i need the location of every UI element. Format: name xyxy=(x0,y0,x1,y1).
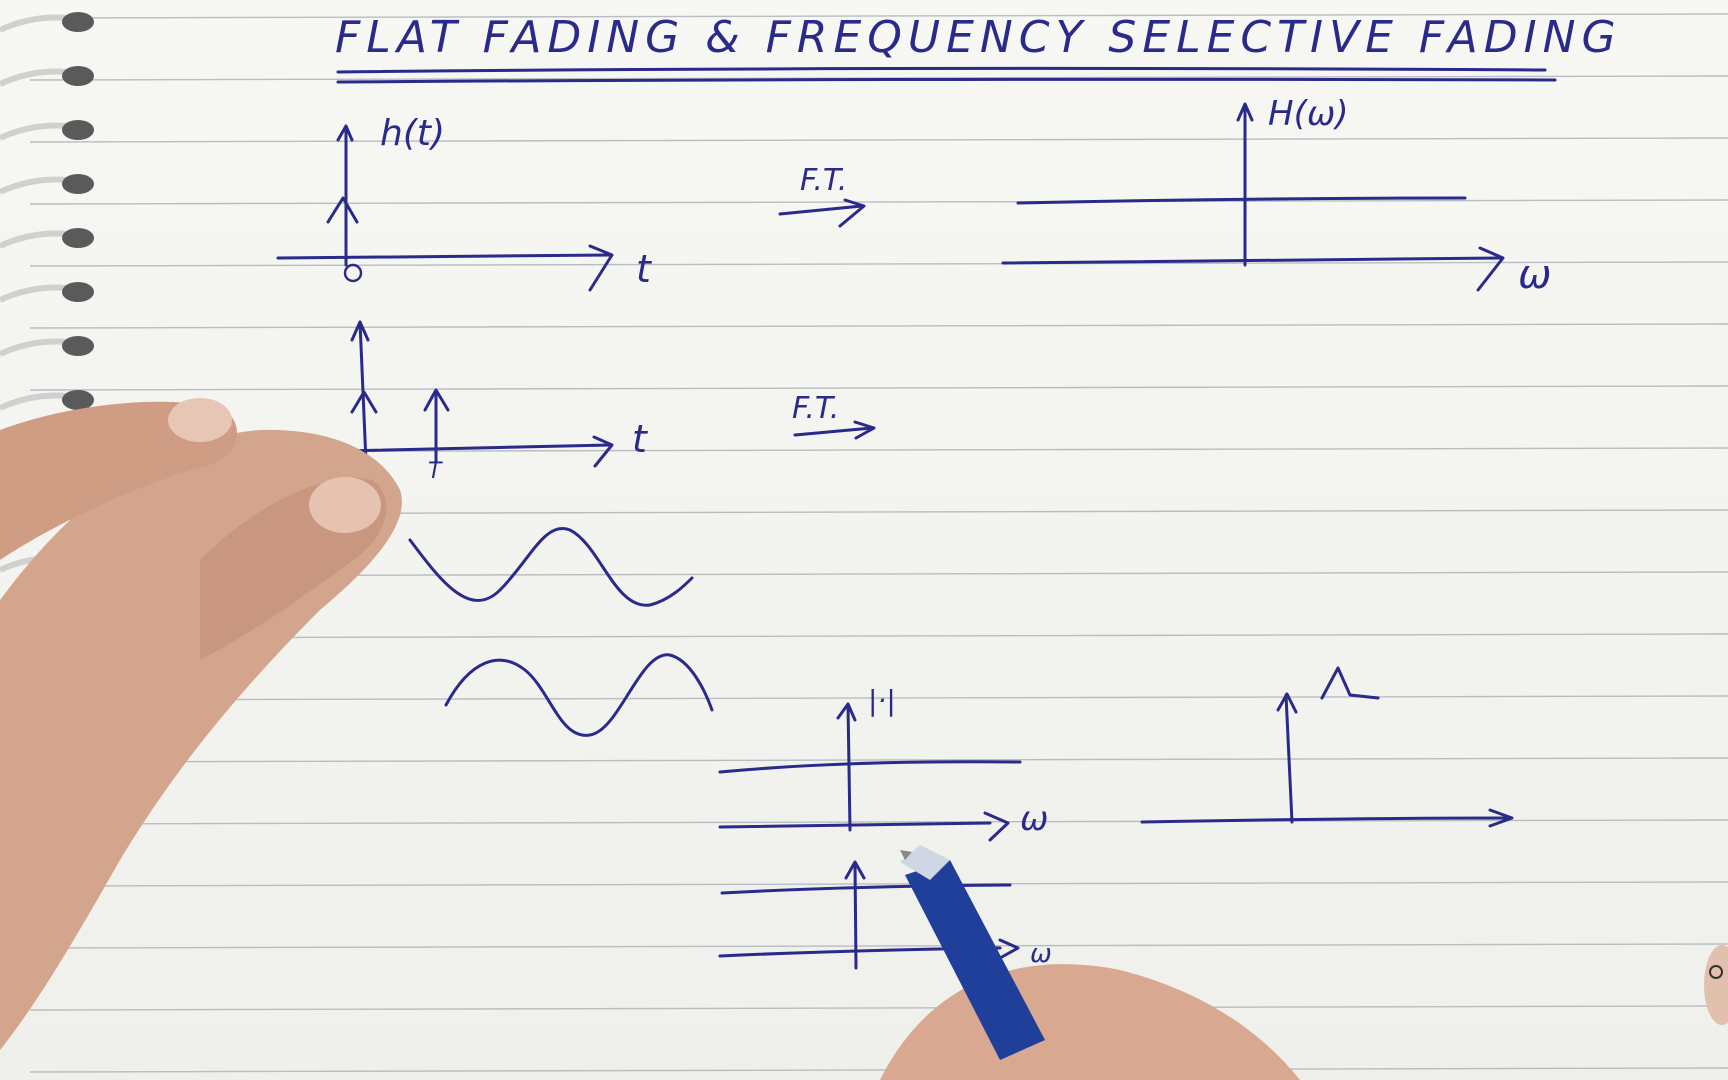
index-fingernail xyxy=(168,398,232,442)
spiral-ring xyxy=(0,228,94,249)
omega-label-1: ω xyxy=(1518,252,1552,298)
flat-frequency-response: H(ω) ω xyxy=(1001,94,1552,298)
omega-axis-2 xyxy=(718,821,992,829)
spike-arrow xyxy=(1276,692,1298,714)
pen-body xyxy=(905,860,1045,1060)
spiral-ring xyxy=(0,174,94,195)
magnitude-response-diagram: |·| ω xyxy=(718,684,1048,842)
pen-tip-grip xyxy=(900,845,950,880)
impulse-arrow-1 xyxy=(326,196,359,224)
rule-line xyxy=(29,323,1728,329)
flat-response-line xyxy=(1016,196,1467,205)
spiral-ring xyxy=(0,336,94,357)
origin-mark-1 xyxy=(343,263,363,283)
spiral-ring xyxy=(0,12,94,33)
rule-line xyxy=(29,695,1728,701)
rule-line xyxy=(29,385,1728,391)
ruled-lines xyxy=(29,13,1728,1073)
middle-fingernail xyxy=(309,477,381,533)
spike-line xyxy=(1284,693,1294,824)
ft-arrow-head-1 xyxy=(838,198,866,228)
time-axis-1 xyxy=(276,253,612,260)
rule-line xyxy=(29,633,1728,639)
t-axis-label-1: t xyxy=(636,247,653,291)
rule-line xyxy=(29,1067,1728,1073)
omega-label-2: ω xyxy=(1020,799,1048,839)
pen-hand xyxy=(880,845,1300,1080)
mag-axis-arrow xyxy=(836,702,857,722)
mag-axis xyxy=(846,703,852,832)
rule-line xyxy=(29,1005,1728,1011)
rule-line xyxy=(29,881,1728,887)
presenter-face xyxy=(1704,945,1728,1025)
omega-axis-arrow-3 xyxy=(998,938,1020,960)
omega-axis-arrow-2 xyxy=(983,811,1010,842)
spiral-ring xyxy=(0,282,94,303)
impulse-arrow-2a xyxy=(350,390,378,414)
index-finger xyxy=(0,401,237,560)
rule-line xyxy=(29,943,1728,949)
rule-line xyxy=(29,137,1728,143)
ft-label-1: F.T. xyxy=(800,163,847,198)
T-label: T xyxy=(428,459,443,484)
bottom-vertical-arrow xyxy=(844,860,866,880)
rule-line xyxy=(29,261,1728,267)
t-axis-label-2: t xyxy=(632,417,649,461)
spiral-ring xyxy=(0,390,94,411)
vertical-axis-arrow-1 xyxy=(336,124,354,142)
time-axis-arrow-2 xyxy=(592,435,614,468)
H-axis-arrow xyxy=(1236,102,1254,122)
omega-axis-spike-arrow xyxy=(1488,808,1514,828)
page-title: FLAT FADING & FREQUENCY SELECTIVE FADING xyxy=(335,12,1622,63)
impulse-arrow-2b xyxy=(423,388,450,412)
spiral-ring xyxy=(0,66,94,87)
right-hand xyxy=(880,964,1300,1080)
bottom-vertical-axis xyxy=(853,861,858,970)
H-of-omega-label: H(ω) xyxy=(1268,94,1349,134)
sine-wave-2 xyxy=(444,653,714,737)
impulse-response-diagram-1: h(t) t xyxy=(276,113,653,292)
impulse-response-diagram-2: T t xyxy=(294,320,649,484)
rule-line xyxy=(29,819,1728,825)
spiral-ring xyxy=(0,120,94,141)
ft-arrow-line-1 xyxy=(778,204,864,216)
left-hand xyxy=(0,398,402,1050)
h-of-t-label: h(t) xyxy=(380,113,445,154)
ft-arrow-head-2 xyxy=(853,420,876,440)
bottom-frequency-diagram: ω xyxy=(718,860,1052,970)
presenter-inset xyxy=(1704,945,1728,1025)
rule-line xyxy=(29,199,1728,205)
pen-nib xyxy=(900,850,912,860)
title-underline-2 xyxy=(336,77,1557,84)
mag-response-line xyxy=(718,760,1022,774)
ft-label-2: F.T. xyxy=(792,391,839,426)
time-axis-arrow-1 xyxy=(588,244,614,292)
ft-arrow-line-2 xyxy=(793,426,874,437)
presenter-glasses xyxy=(1709,965,1723,979)
spectrum-spike-diagram xyxy=(1140,666,1514,828)
rule-line xyxy=(29,757,1728,763)
mag-label: |·| xyxy=(868,684,896,717)
omega-axis-1 xyxy=(1001,256,1502,265)
bottom-flat-line xyxy=(720,883,1012,895)
omega-axis-spike xyxy=(1140,816,1512,824)
vertical-axis-arrow-2 xyxy=(350,320,370,342)
rule-line xyxy=(29,13,1728,19)
fourier-transform-arrow-1: F.T. xyxy=(778,163,866,228)
omega-axis-arrow-1 xyxy=(1476,246,1505,292)
fourier-transform-arrow-2: F.T. xyxy=(792,391,876,440)
title-underline-1 xyxy=(336,66,1547,74)
spike-scribble xyxy=(1320,666,1380,700)
sine-wave-1 xyxy=(408,526,694,607)
rule-line xyxy=(29,75,1728,81)
omega-label-3: ω xyxy=(1030,939,1052,969)
